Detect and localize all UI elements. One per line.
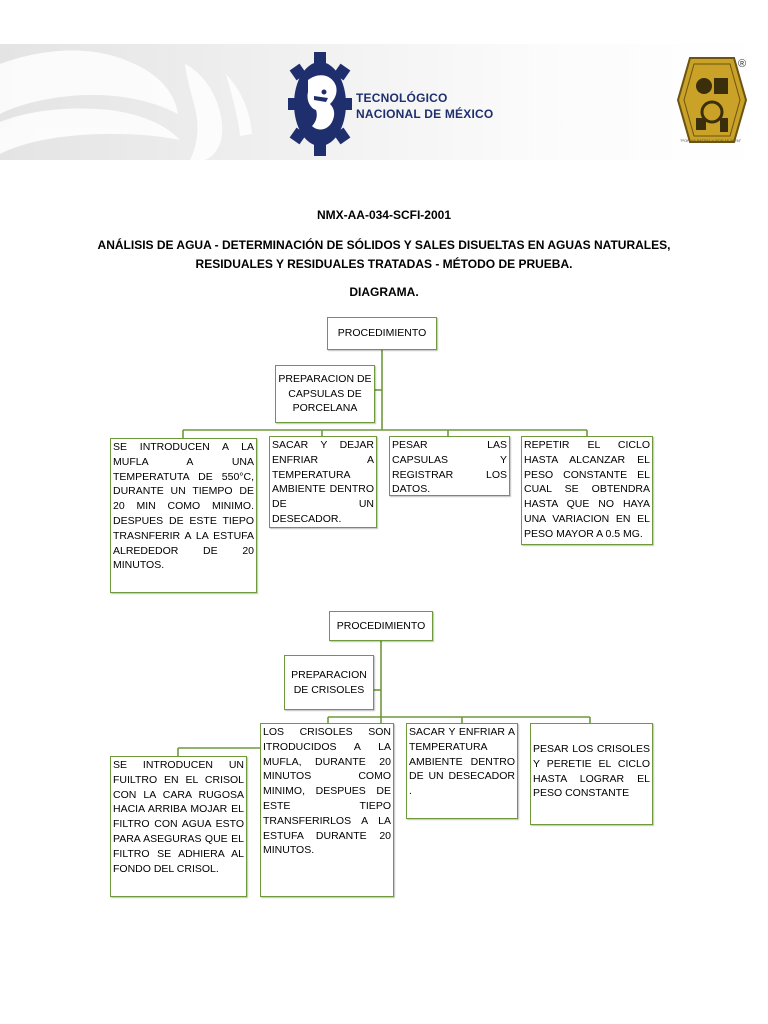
d2-step-4-box: PESAR LOS CRISOLES Y PERETIE EL CICLO HA… xyxy=(530,723,653,825)
d2-root-box: PROCEDIMIENTO xyxy=(329,611,433,641)
section-heading: DIAGRAMA. xyxy=(349,285,419,299)
d2-step-4-text: PESAR LOS CRISOLES Y PERETIE EL CICLO HA… xyxy=(533,743,650,800)
d1-step-2-text: SACAR Y DEJAR ENFRIAR A TEMPERATURA AMBI… xyxy=(272,439,374,525)
d1-step-4-text: REPETIR EL CICLO HASTA ALCANZAR EL PESO … xyxy=(524,439,650,540)
d1-step-1-text: SE INTRODUCEN A LA MUFLA A UNA TEMPERATU… xyxy=(113,441,254,572)
institution-name: TECNOLÓGICO NACIONAL DE MÉXICO xyxy=(356,90,516,122)
d1-step-4-box: REPETIR EL CICLO HASTA ALCANZAR EL PESO … xyxy=(521,436,653,545)
document-code: NMX-AA-034-SCFI-2001 xyxy=(316,208,452,222)
d1-step-1-box: SE INTRODUCEN A LA MUFLA A UNA TEMPERATU… xyxy=(110,438,257,593)
d2-step-2-text: LOS CRISOLES SON ITRODUCIDOS A LA MUFLA,… xyxy=(263,726,391,857)
d2-step-1-text: SE INTRODUCEN UN FUILTRO EN EL CRISOL CO… xyxy=(113,759,244,875)
d1-root-box: PROCEDIMIENTO xyxy=(327,317,437,350)
document-title: ANÁLISIS DE AGUA - DETERMINACIÓN DE SÓLI… xyxy=(0,236,768,274)
d1-branch-label: PREPARACION DE CAPSULAS DE PORCELANA xyxy=(278,372,372,415)
document-title-line2: RESIDUALES Y RESIDUALES TRATADAS - MÉTOD… xyxy=(195,257,573,271)
d2-step-2-box: LOS CRISOLES SON ITRODUCIDOS A LA MUFLA,… xyxy=(260,723,394,897)
institution-seal-logo xyxy=(676,57,748,143)
d2-step-3-box: SACAR Y ENFRIAR A TEMPERATURA AMBIENTE D… xyxy=(406,723,518,819)
d1-step-3-box: PESAR LAS CAPSULAS Y REGISTRAR LOS DATOS… xyxy=(389,436,510,496)
document-title-line1: ANÁLISIS DE AGUA - DETERMINACIÓN DE SÓLI… xyxy=(97,238,671,252)
d2-root-label: PROCEDIMIENTO xyxy=(336,619,426,632)
d2-branch-box: PREPARACION DE CRISOLES xyxy=(284,655,374,710)
d1-branch-box: PREPARACION DE CAPSULAS DE PORCELANA xyxy=(275,365,375,423)
registered-mark: ® xyxy=(738,58,747,70)
institution-name-line1: TECNOLÓGICO xyxy=(356,91,448,105)
institution-name-line2: NACIONAL DE MÉXICO xyxy=(356,107,494,121)
d2-branch-label: PREPARACION DE CRISOLES xyxy=(291,668,367,696)
tecnm-gear-logo xyxy=(288,52,352,156)
d2-step-3-text: SACAR Y ENFRIAR A TEMPERATURA AMBIENTE D… xyxy=(409,726,515,798)
aztec-head-watermark-logo xyxy=(0,50,252,160)
d1-step-2-box: SACAR Y DEJAR ENFRIAR A TEMPERATURA AMBI… xyxy=(269,436,377,528)
d1-root-label: PROCEDIMIENTO xyxy=(337,327,427,340)
d2-step-1-box: SE INTRODUCEN UN FUILTRO EN EL CRISOL CO… xyxy=(110,756,247,897)
seal-motto: "POR MI PATRIA Y POR MI BIEN" xyxy=(680,138,742,143)
d1-step-3-text: PESAR LAS CAPSULAS Y REGISTRAR LOS DATOS… xyxy=(392,439,507,496)
